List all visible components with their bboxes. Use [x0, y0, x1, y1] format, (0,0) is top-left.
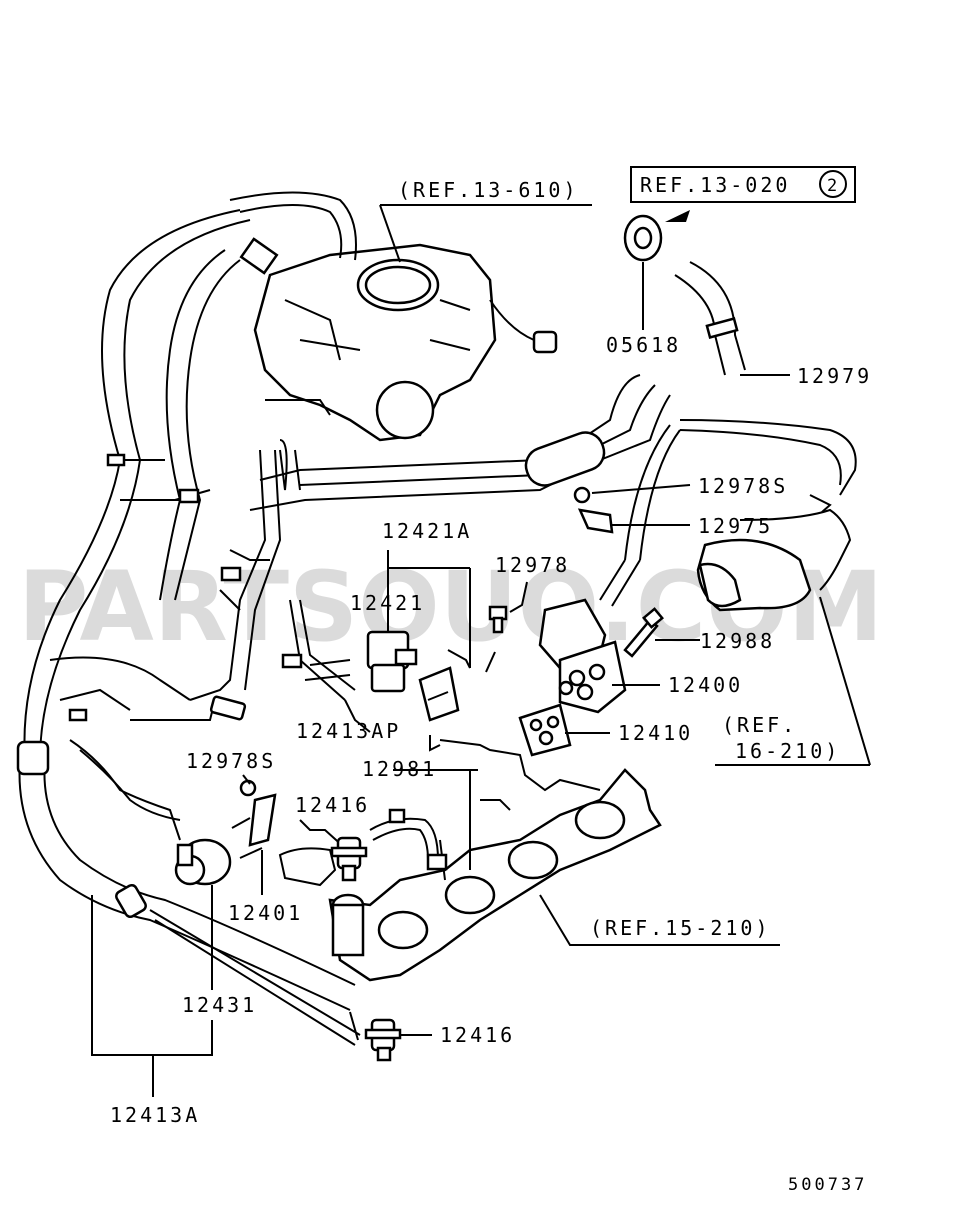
- bracket-12421-icon[interactable]: [418, 649, 496, 722]
- part-12410-label[interactable]: 12410: [618, 721, 693, 745]
- bracket-12975-icon[interactable]: [577, 508, 614, 534]
- part-12421-label[interactable]: 12421: [350, 591, 425, 615]
- carburetor-assembly[interactable]: [253, 243, 558, 442]
- ref-canister-label-2[interactable]: 16-210): [735, 739, 840, 763]
- connector-12416-upper-icon[interactable]: [330, 836, 368, 882]
- bracket-12401-icon[interactable]: [231, 793, 277, 859]
- ref-carburetor-label[interactable]: (REF.13-610): [398, 178, 579, 202]
- part-12981-label[interactable]: 12981: [362, 757, 437, 781]
- part-12978-label[interactable]: 12978: [495, 553, 570, 577]
- bolt-12978S-top-icon[interactable]: [573, 486, 591, 504]
- ref-air-cleaner-box[interactable]: REF.13-020 2: [630, 166, 856, 203]
- ref-air-cleaner-circle: 2: [827, 176, 840, 196]
- vacuum-hose-bundle[interactable]: [249, 374, 857, 607]
- ref-canister-label-1[interactable]: (REF.: [722, 713, 797, 737]
- sensor-small-icon: [209, 695, 247, 721]
- part-12978S-left-label[interactable]: 12978S: [186, 749, 276, 773]
- bolt-12978S-left-icon[interactable]: [239, 779, 257, 797]
- valve-05618-icon[interactable]: [623, 210, 690, 262]
- part-12413A-label[interactable]: 12413A: [110, 1103, 200, 1127]
- solenoid-12421-icon[interactable]: [366, 630, 418, 693]
- part-12988-label[interactable]: 12988: [700, 629, 775, 653]
- hose-assembly-12413A[interactable]: [16, 740, 361, 1046]
- part-12416-lower-label[interactable]: 12416: [440, 1023, 515, 1047]
- hose-12981[interactable]: [369, 817, 439, 861]
- canister-icon[interactable]: [696, 494, 852, 612]
- ref-manifold-label[interactable]: (REF.15-210): [590, 916, 771, 940]
- gasket-12410-icon[interactable]: [518, 703, 572, 757]
- drawing-number: 500737: [788, 1175, 867, 1195]
- part-12400-label[interactable]: 12400: [668, 673, 743, 697]
- manifold-fitting-icon: [331, 893, 365, 957]
- part-12401-label[interactable]: 12401: [228, 901, 303, 925]
- carburetor-connector-icon: [239, 237, 279, 275]
- ref-air-cleaner-label: REF.13-020: [640, 173, 790, 197]
- valve-12431-icon[interactable]: [174, 838, 232, 886]
- connector-12416-lower-icon[interactable]: [364, 1018, 402, 1062]
- part-12413AP-label[interactable]: 12413AP: [296, 719, 401, 743]
- part-05618-label[interactable]: 05618: [606, 333, 681, 357]
- part-12421A-label[interactable]: 12421A: [382, 519, 472, 543]
- part-12431-label[interactable]: 12431: [182, 993, 257, 1017]
- bolt-12988-icon[interactable]: [623, 607, 664, 658]
- part-12416-upper-label[interactable]: 12416: [295, 793, 370, 817]
- egr-valve-12400-icon[interactable]: [538, 598, 627, 714]
- intake-manifold-icon[interactable]: [278, 735, 662, 982]
- part-12978S-top-label[interactable]: 12978S: [698, 474, 788, 498]
- bolt-12978-icon[interactable]: [488, 605, 508, 634]
- part-12979-label[interactable]: 12979: [797, 364, 872, 388]
- left-vacuum-hoses[interactable]: [23, 191, 357, 841]
- part-12975-label[interactable]: 12975: [698, 514, 773, 538]
